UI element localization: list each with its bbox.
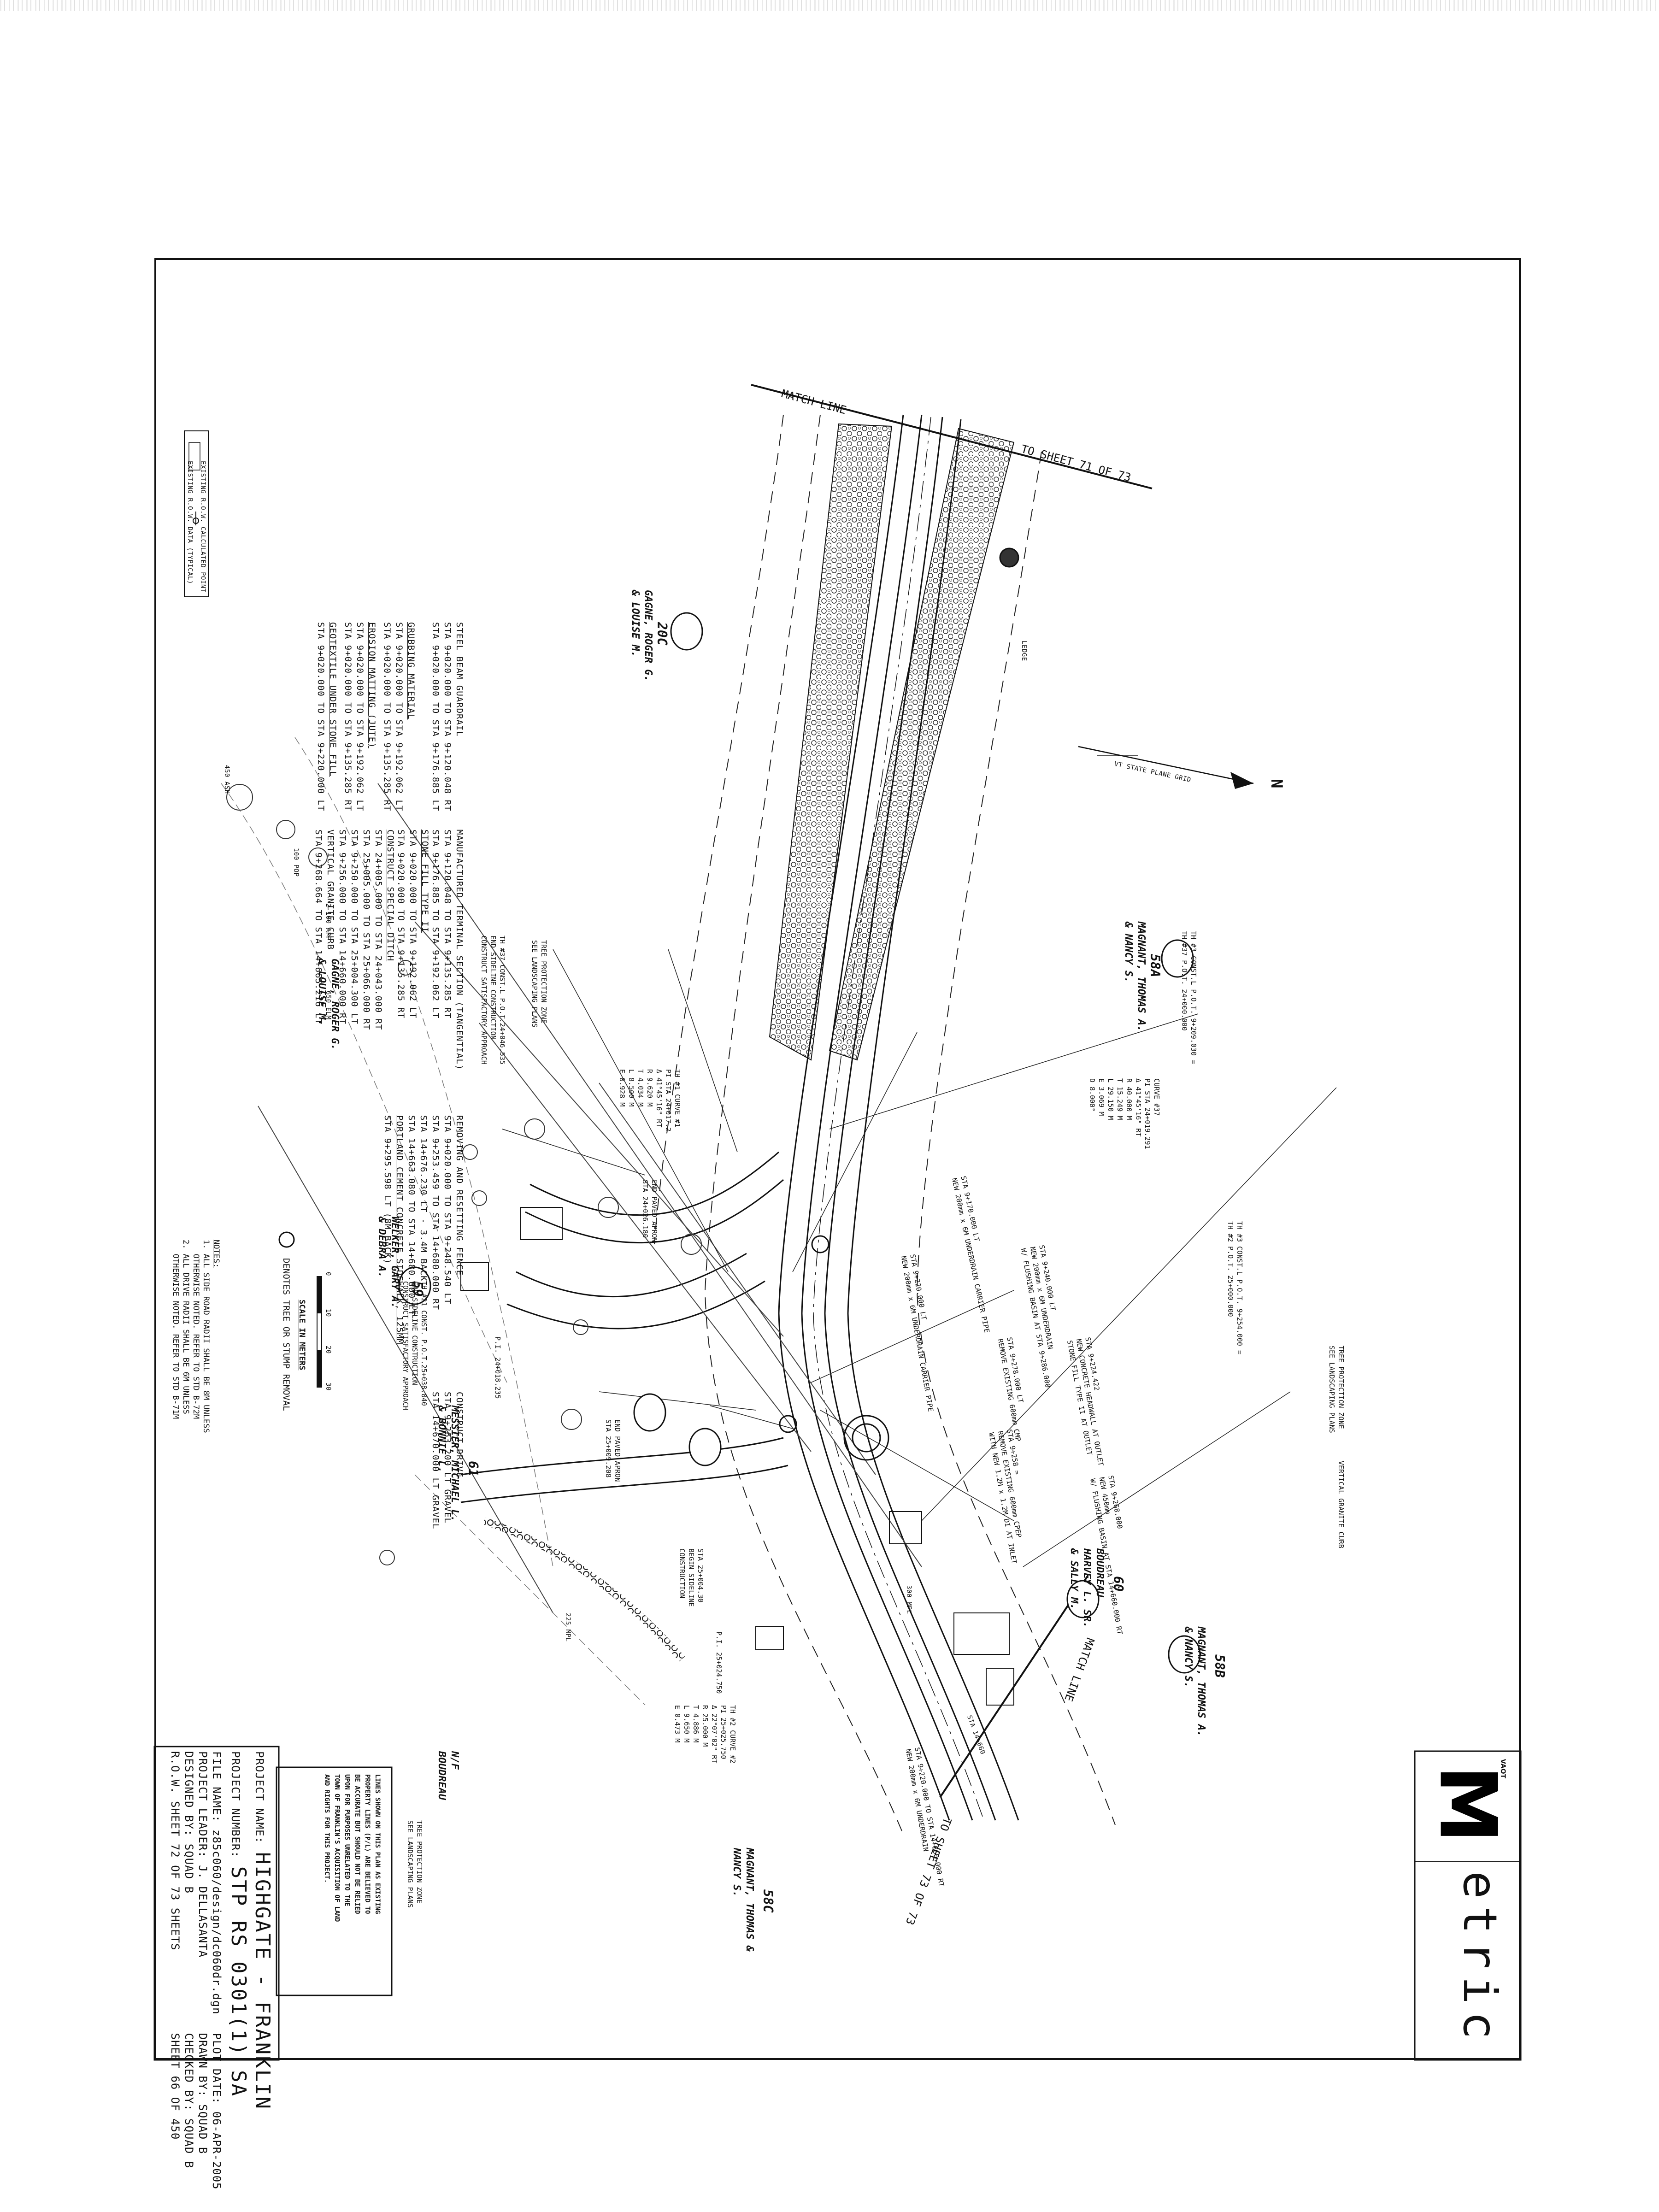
pi-label-2: P.I. 25+024.750: [715, 1631, 723, 1694]
quantity-notes-col-6: STONE FILL TYPE II STA 9+020.000 TO STA …: [396, 830, 430, 1019]
scale-bar: [317, 1276, 322, 1388]
owner-59: 59 WELKER, GARY A. & DEBRA A.: [376, 1217, 425, 1308]
ledge-label: LEDGE: [1020, 641, 1028, 661]
app-label: 2-100 APP: [324, 903, 332, 941]
owner-boudreau-nf: N/F BOUDREAU: [436, 1751, 460, 1800]
tree-zone-1: TREE PROTECTION ZONE SEE LANDSCAPING PLA…: [530, 940, 548, 1028]
logo-vaot: VAOT: [1499, 1759, 1507, 1779]
title-block-details: FILE NAME: z85c060/design/dc060dr.dgn PR…: [169, 1751, 223, 2190]
begin-sideline: STA 25+004.30 BEGIN SIDELINE CONSTRUCTIO…: [678, 1548, 705, 1607]
scale-tick-10: 10: [324, 1309, 332, 1317]
tree-zone-2: TREE PROTECTION ZONE SEE LANDSCAPING PLA…: [1328, 1346, 1345, 1433]
pop-label: 100 POP: [292, 848, 300, 877]
th21-note: TH #21 CONST. P.O.T.25+038.840 END SIDEL…: [401, 1281, 428, 1410]
owner-58c: 58C MAGNANT, THOMAS & NANCY S.: [731, 1848, 776, 1952]
project-name-row: PROJECT NAME: HIGHGATE - FRANKLIN: [251, 1751, 274, 2111]
logo-mark: M: [1422, 1765, 1513, 1843]
disclaimer-text: LINES SHOWN ON THIS PLAN AS EXISTING PRO…: [323, 1774, 381, 1922]
legend-calc-text: EXISTING R.O.W. CALCULATED POINT: [199, 461, 206, 593]
note-erosion: EROSION MATTING (JUTE) STA 9+020.000 TO …: [343, 622, 377, 812]
title-block: PROJECT NAME: HIGHGATE - FRANKLIN PROJEC…: [168, 1751, 274, 2190]
north-arrow: [1078, 746, 1254, 789]
curve-2-data: TH #2 CURVE #2 PI 25+025.750 Δ 22°07'02"…: [673, 1705, 737, 1764]
logo-text: etric: [1453, 1871, 1507, 2047]
match-line-top-line: [751, 384, 1153, 489]
quantity-notes-col-5: MANUFACTURED TERMINAL SECTION (TANGENTIA…: [430, 830, 465, 1071]
owner-20c: 20C GAGNE, ROGER G. & LOUISE M.: [629, 590, 670, 682]
th37-note: TH #37 CONST.L P.O.T.24+046.535 END SIDE…: [480, 935, 506, 1065]
drawing-frame: [154, 258, 1521, 2060]
owner-61: 61 MESSIER, MICHAEL L. & BONNIE L.: [436, 1406, 481, 1522]
hedge-row: [482, 1517, 685, 1662]
scale-tick-30: 30: [324, 1382, 332, 1391]
elm-label: 650 ELM: [324, 991, 332, 1020]
legend-tree-text: DENOTES TREE OR STUMP REMOVAL: [281, 1258, 291, 1411]
note-guardrail: STEEL BEAM GUARDRAIL STA 9+020.000 TO ST…: [430, 622, 465, 812]
scale-tick-20: 20: [324, 1346, 332, 1354]
pot-note-2: TH #3 CONST.L P.O.T. 9+254.000 = TH #2 P…: [1226, 1221, 1244, 1354]
mpl-label-2: 225 MPL: [564, 1613, 571, 1642]
tree-zone-3: TREE PROTECTION ZONE SEE LANDSCAPING PLA…: [406, 1820, 424, 1908]
curve-37-data: CURVE #37 PI STA 24+019.291 Δ 41°45'16" …: [1088, 1078, 1161, 1149]
note-geotextile: GEOTEXTILE UNDER STONE FILL STA 9+020.00…: [316, 622, 338, 812]
quantity-notes-col-7: CONSTRUCT SPECIAL DITCH STA 24+005.000 T…: [337, 830, 395, 1030]
curve-1-data: TH #1 CURVE #1 PI STA 24+017.2 Δ 41°45'1…: [618, 1069, 682, 1132]
north-label: N: [1267, 779, 1286, 788]
owner-58b: 58B MAGNANT, THOMAS A. & NANCY S.: [1182, 1627, 1227, 1737]
owner-58a: 58A MAGNANT, THOMAS A. & NANCY S.: [1123, 922, 1163, 1032]
scan-header-strip: [0, 0, 1659, 11]
end-apron-2: END PAVED APRON STA 25+009.208: [604, 1419, 622, 1482]
scale-tick-0: 0: [324, 1272, 332, 1276]
match-line-bottom-line: [939, 1575, 1088, 1798]
legend-tree-symbol: [278, 1231, 295, 1248]
end-apron-1: END PAVED APRON STA 24+026.180: [641, 1180, 659, 1242]
mpl-label-1: 300 MPL: [905, 1585, 912, 1614]
quantity-notes-col-2: GRUBBING MATERIAL STA 9+020.000 TO STA 9…: [373, 622, 417, 812]
quantity-notes-col-3: EROSION MATTING (JUTE) STA 9+020.000 TO …: [334, 622, 378, 812]
scale-title: SCALE IN METERS: [297, 1300, 306, 1371]
owner-60: 60 BOUDREAU HARVEY L. SR. & SALLY M.: [1068, 1548, 1126, 1628]
legend-box: [184, 430, 209, 597]
disclaimer-box: [276, 1766, 393, 1996]
pot-note-1: TH #3 CONST.L P.O.T. 9+209.030 = TH #37 …: [1180, 931, 1198, 1064]
stone-fill-left: [769, 423, 893, 1061]
title-block-box: [153, 1746, 280, 2061]
pi-label-1: P.I. 24+018.235: [494, 1336, 502, 1399]
quantity-notes-col-4: GEOTEXTILE UNDER STONE FILL STA 9+020.00…: [306, 622, 339, 812]
vaot-logo: M VAOT: [1422, 1759, 1513, 1853]
quantity-notes-col-1: STEEL BEAM GUARDRAIL STA 9+020.000 TO ST…: [421, 622, 465, 812]
legend-row-text: EXISTING R.O.W. DATA (TYPICAL): [186, 461, 194, 584]
vgc-label: VERTICAL GRANITE CURB: [1337, 1461, 1345, 1548]
project-number-row: PROJECT NUMBER: STP RS 0301(1) SA: [227, 1751, 250, 2098]
notes-block: NOTES: 1. ALL SIDE ROAD RADII SHALL BE 8…: [171, 1240, 221, 1433]
ash-label: 450 ASH: [223, 765, 230, 794]
logo-box: [1414, 1750, 1522, 2061]
note-grubbing: GRUBBING MATERIAL STA 9+020.000 TO STA 9…: [382, 622, 416, 812]
